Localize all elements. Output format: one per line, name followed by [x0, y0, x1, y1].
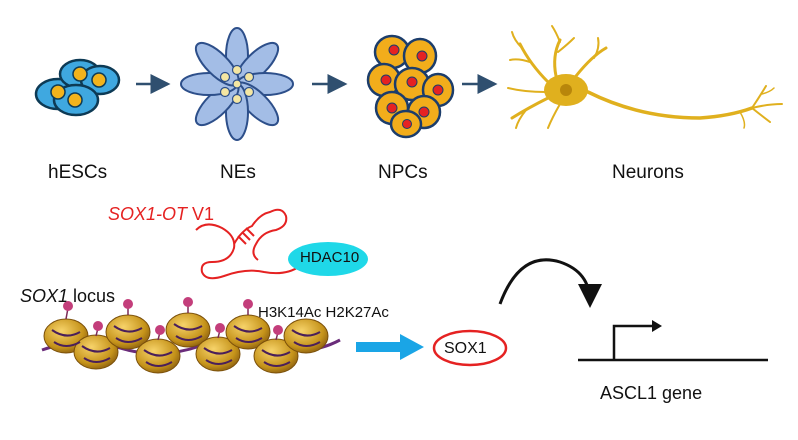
lncrna-suffix: V1 — [187, 204, 215, 224]
npc-cluster-icon — [366, 34, 455, 139]
hdac10-badge — [288, 242, 368, 276]
binding-curve-arrow — [498, 258, 602, 308]
neuron-icon — [507, 25, 783, 129]
sox1-ot-rna-icon — [195, 208, 301, 280]
stage-label-neurons: Neurons — [612, 162, 684, 183]
hdac10-label: HDAC10 — [300, 249, 360, 266]
stage-label-hescs: hESCs — [48, 162, 108, 183]
sox1-protein-label: SOX1 — [444, 340, 487, 357]
locus-gene: SOX1 — [20, 286, 69, 306]
activation-arrow — [356, 334, 424, 360]
stage-label-npcs: NPCs — [378, 162, 428, 183]
stage-label-nes: NEs — [220, 162, 256, 183]
sox1-chromatin-icon — [41, 297, 341, 374]
ascl1-gene-icon — [578, 320, 768, 362]
ascl1-gene-label: ASCL1 gene — [600, 383, 703, 403]
locus-title: SOX1 locus — [20, 286, 115, 307]
locus-suffix: locus — [68, 286, 116, 306]
histone-marks-label: H3K14Ac H2K27Ac — [258, 304, 389, 321]
ne-rosette-icon — [180, 27, 294, 141]
lncrna-name: SOX1-OT — [108, 204, 188, 224]
sox1-protein-badge — [432, 329, 508, 367]
lncrna-title: SOX1-OT V1 — [108, 204, 214, 225]
hesc-cells-icon — [34, 58, 121, 117]
